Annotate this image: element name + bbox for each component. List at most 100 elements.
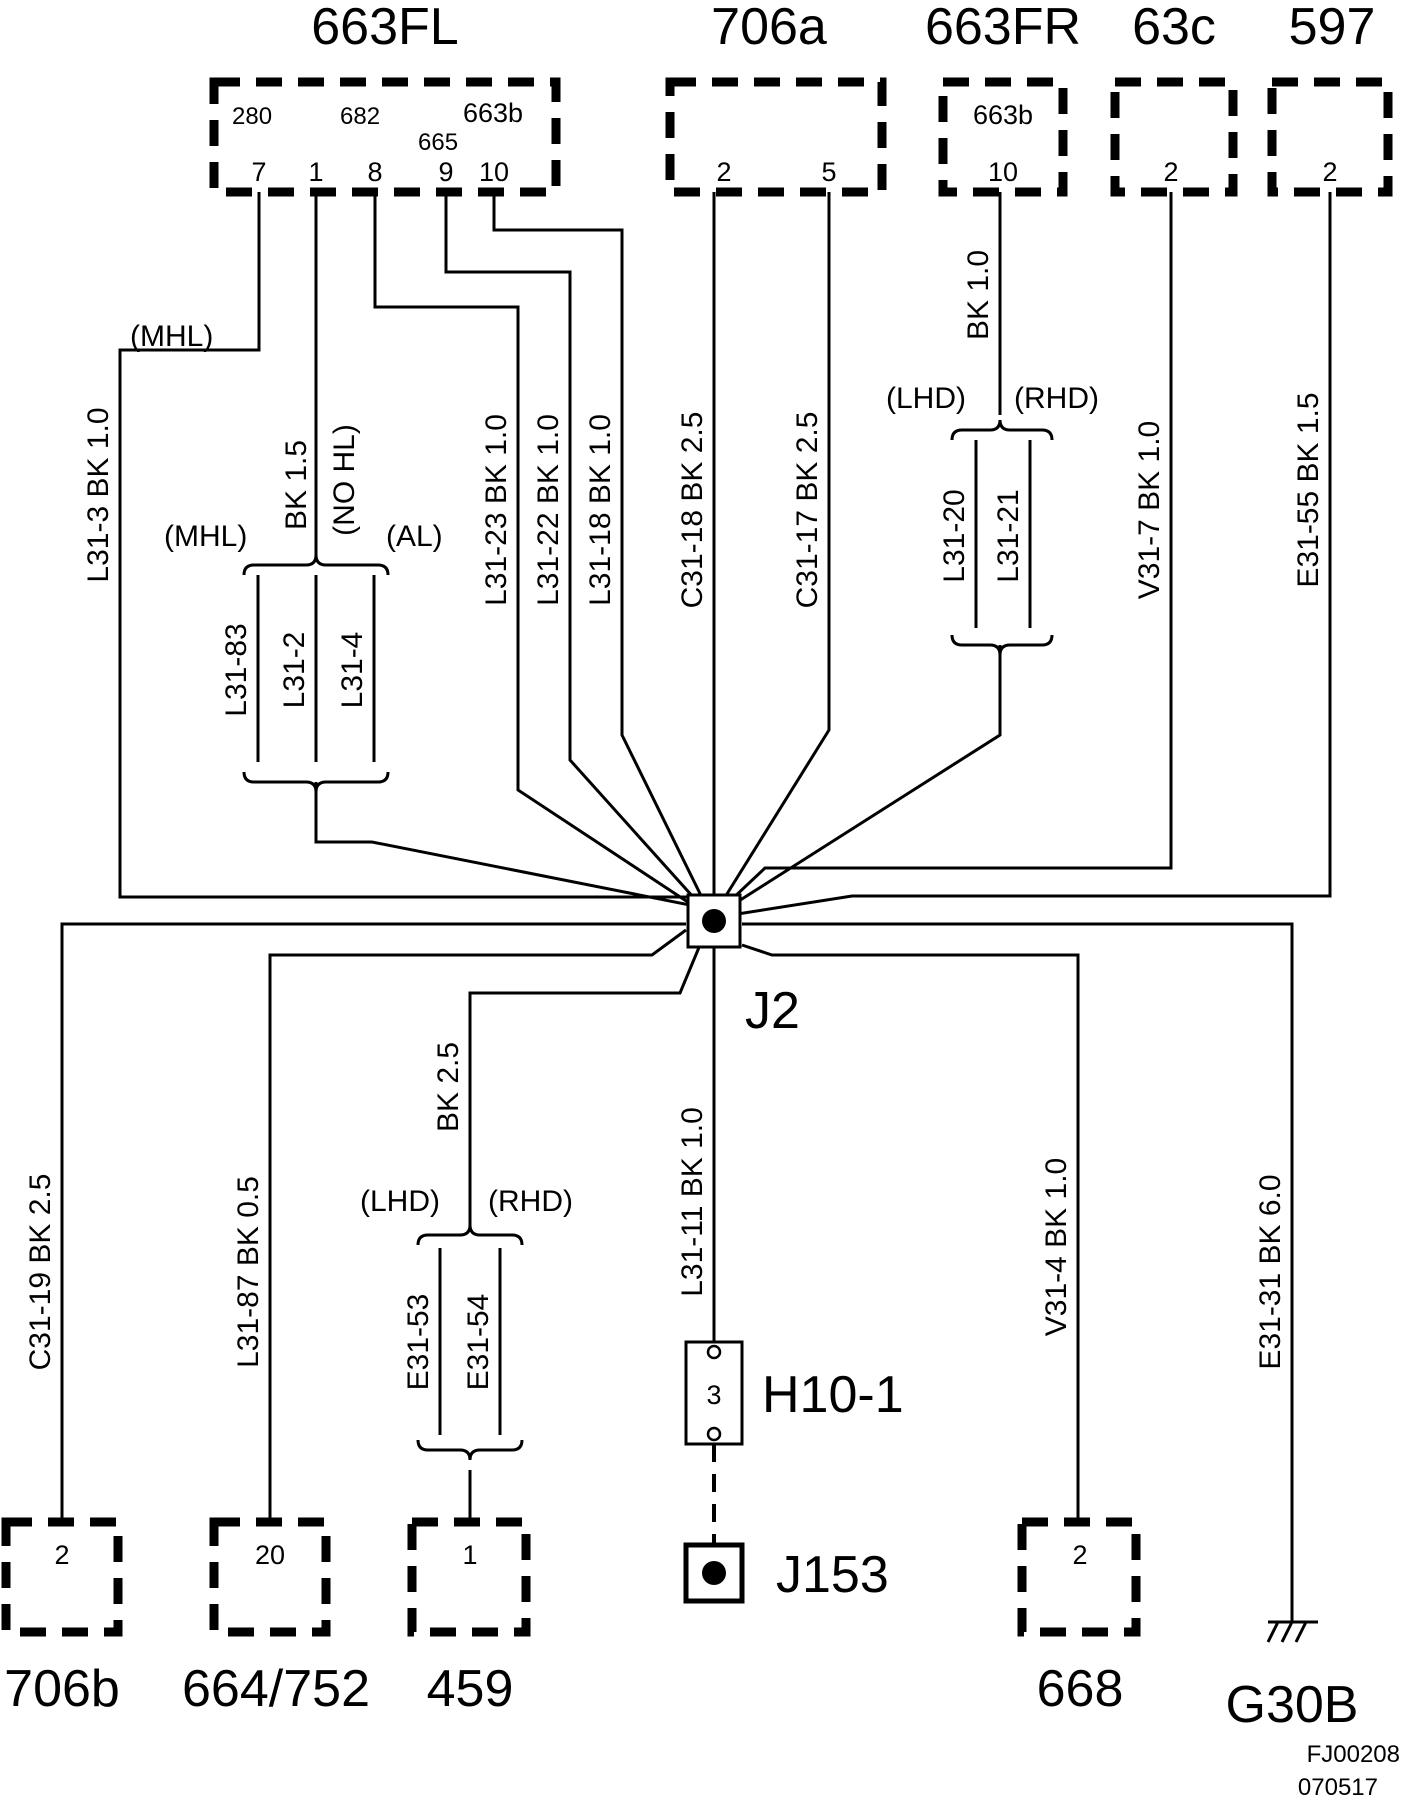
- brace-663FR-top: [950, 419, 1054, 441]
- footer: FJ00208 070517: [1298, 1741, 1400, 1801]
- connector-597-box: [1267, 77, 1393, 197]
- connector-597-pin-2: 2: [1322, 157, 1337, 187]
- label-c31-17: C31-17 BK 2.5: [791, 412, 824, 609]
- component-h10-1-pin-number: 3: [706, 1380, 721, 1410]
- connector-663FL-tag-665: 665: [418, 129, 458, 156]
- label-c31-18: C31-18 BK 2.5: [676, 412, 709, 609]
- brace-459-bottom: [416, 1439, 524, 1461]
- ground-hatch-3: [1294, 1621, 1308, 1643]
- connector-706a: 706a 2 5: [665, 0, 887, 197]
- component-h10-1: 3 H10-1: [684, 1340, 904, 1446]
- option-mhl-top: (MHL): [130, 320, 213, 353]
- connector-664-752: 20 664/752: [182, 1517, 370, 1718]
- connector-706a-box: [665, 77, 887, 197]
- option-rhd-bottom: (RHD): [488, 1185, 573, 1218]
- connector-663FL-box: [209, 77, 561, 197]
- label-l31-2: L31-2: [278, 632, 311, 709]
- connector-668: 2 668: [1017, 1517, 1141, 1718]
- label-v31-7: V31-7 BK 1.0: [1133, 421, 1166, 599]
- connector-706b: 2 706b: [1, 1517, 123, 1718]
- wire-l31-87: [268, 928, 687, 1522]
- connector-706b-label: 706b: [4, 1660, 120, 1718]
- connector-663FL-label: 663FL: [311, 0, 458, 56]
- option-mhl-branch: (MHL): [164, 520, 247, 553]
- connector-664-752-box: [209, 1517, 331, 1637]
- label-e31-31: E31-31 BK 6.0: [1254, 1174, 1287, 1369]
- connector-663FL-tag-280: 280: [232, 103, 272, 130]
- wire-l31-23: [373, 192, 713, 920]
- connector-664-752-pin-20: 20: [255, 1540, 285, 1570]
- junction-j2: J2: [686, 893, 800, 1040]
- connector-706b-box: [1, 1517, 123, 1637]
- connector-663FL-pin-8: 8: [367, 157, 382, 187]
- connector-459: 1 459: [407, 1517, 531, 1718]
- braces: [242, 419, 1054, 1461]
- connector-459-label: 459: [427, 1660, 514, 1718]
- brace-663FL-top: [242, 554, 390, 576]
- label-l31-20: L31-20: [938, 489, 971, 582]
- wire-e31-55: [711, 192, 1332, 920]
- connector-663FL-pin-10: 10: [479, 157, 509, 187]
- footer-date: 070517: [1298, 1774, 1378, 1801]
- wire-bk25-trunk: [468, 944, 702, 1225]
- wire-v31-7: [710, 192, 1173, 920]
- label-l31-18: L31-18 BK 1.0: [584, 414, 617, 606]
- label-l31-4: L31-4: [336, 632, 369, 709]
- label-l31-11: L31-11 BK 1.0: [676, 1107, 709, 1297]
- connector-663FL: 663FL 280 682 665 663b 7 1 8 9 10: [209, 0, 561, 197]
- footer-code: FJ00208: [1307, 1741, 1400, 1768]
- connector-663FL-pin-1: 1: [308, 157, 323, 187]
- component-h10-1-pin-top: [706, 1344, 722, 1360]
- connector-663FL-pin-7: 7: [251, 157, 266, 187]
- label-e31-55: E31-55 BK 1.5: [1292, 392, 1325, 587]
- connector-706b-pin-2: 2: [54, 1540, 69, 1570]
- wire-v31-4: [741, 943, 1080, 1522]
- connector-597-label: 597: [1289, 0, 1376, 56]
- wire-c31-17: [710, 192, 831, 919]
- connector-664-752-label: 664/752: [182, 1660, 370, 1718]
- connector-663FR-label: 663FR: [925, 0, 1081, 56]
- connector-63c: 63c 2: [1110, 0, 1238, 197]
- junction-j153-label: J153: [776, 1546, 889, 1604]
- option-rhd-top: (RHD): [1014, 382, 1099, 415]
- brace-663FR-bottom: [950, 634, 1054, 656]
- junction-j2-dot: [702, 909, 726, 933]
- option-lhd-top: (LHD): [886, 382, 966, 415]
- label-l31-87: L31-87 BK 0.5: [232, 1176, 265, 1368]
- label-l31-22: L31-22 BK 1.0: [532, 414, 565, 606]
- ground-hatch-2: [1280, 1621, 1294, 1643]
- junction-j2-label: J2: [745, 982, 800, 1040]
- connector-663FL-tag-682: 682: [340, 103, 380, 130]
- connector-663FR-box: [938, 77, 1068, 197]
- connector-63c-pin-2: 2: [1163, 157, 1178, 187]
- connector-668-box: [1017, 1517, 1141, 1637]
- connector-706a-pin-5: 5: [821, 157, 836, 187]
- option-labels: (MHL) (MHL) (NO HL) (AL) (LHD) (RHD) (LH…: [130, 320, 1099, 1218]
- label-v31-4: V31-4 BK 1.0: [1040, 1158, 1073, 1336]
- ground-g30b: G30B: [1226, 1620, 1359, 1734]
- connector-663FL-tag-663b: 663b: [463, 98, 523, 128]
- junction-j153-dot: [702, 1561, 726, 1585]
- wire-l31-22: [444, 192, 714, 920]
- option-al: (AL): [386, 520, 443, 553]
- ground-hatch-1: [1266, 1621, 1280, 1643]
- connector-668-label: 668: [1037, 1660, 1124, 1718]
- brace-663FL-bottom: [242, 771, 390, 793]
- label-bk10: BK 1.0: [962, 250, 995, 340]
- label-l31-3: L31-3 BK 1.0: [82, 407, 115, 582]
- wire-c31-19: [60, 922, 686, 1522]
- connector-63c-label: 63c: [1132, 0, 1216, 56]
- brace-459-top: [416, 1224, 524, 1246]
- label-l31-23: L31-23 BK 1.0: [480, 414, 513, 606]
- connector-663FR-pin-10: 10: [988, 157, 1018, 187]
- label-c31-19: C31-19 BK 2.5: [24, 1174, 57, 1371]
- connector-459-box: [407, 1517, 531, 1637]
- connector-663FL-pin-9: 9: [438, 157, 453, 187]
- connector-706a-label: 706a: [711, 0, 827, 56]
- wire-663FR-merge: [711, 645, 1002, 920]
- ground-g30b-label: G30B: [1226, 1676, 1359, 1734]
- label-l31-83: L31-83: [220, 623, 253, 716]
- junction-j153: J153: [683, 1542, 889, 1604]
- connector-459-pin-1: 1: [462, 1540, 477, 1570]
